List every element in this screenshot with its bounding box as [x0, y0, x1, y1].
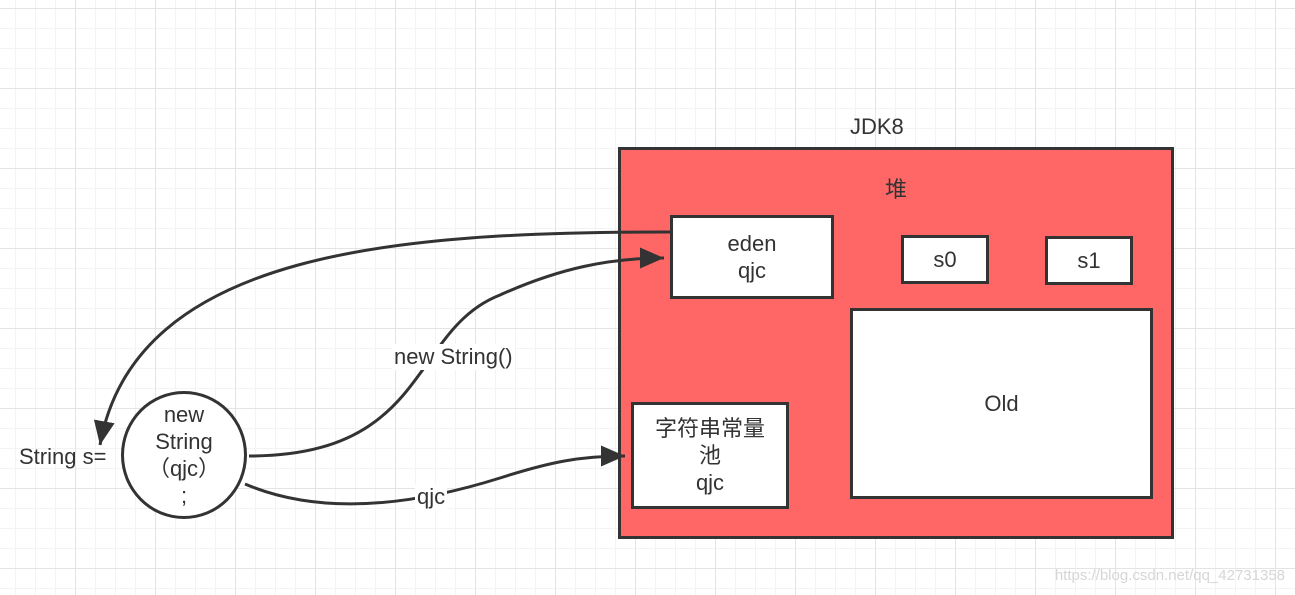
eden-value: qjc [737, 258, 767, 283]
qjc-arrow-label: qjc [415, 484, 448, 510]
s1-box[interactable]: s1 [1045, 236, 1133, 285]
variable-label: String s= [19, 444, 107, 469]
string-pool-label-line1: 字符串常量 [654, 416, 765, 441]
watermark: https://blog.csdn.net/qq_42731358 [1054, 567, 1285, 584]
expression-line3: （qjc） [147, 456, 221, 481]
eden-label: eden [727, 231, 777, 256]
expression-line4: ; [180, 483, 188, 508]
jdk-label: JDK8 [850, 114, 904, 139]
old-box[interactable]: Old [850, 308, 1153, 499]
s1-label: s1 [1077, 248, 1101, 273]
expression-line2: String [155, 429, 213, 454]
expression-line1: new [163, 402, 205, 427]
old-label: Old [984, 391, 1019, 416]
s0-box[interactable]: s0 [901, 235, 989, 284]
expression-to-pool-arrow[interactable] [244, 445, 626, 506]
new-string-arrow-label: new String() [392, 344, 515, 370]
heap-title: 堆 [885, 177, 908, 202]
string-pool-box[interactable]: 字符串常量 池 qjc [631, 402, 789, 509]
eden-to-variable-arrow[interactable] [93, 230, 671, 446]
string-pool-label-line2: 池 [698, 443, 721, 468]
eden-box[interactable]: eden qjc [670, 215, 834, 299]
expression-circle[interactable]: new String （qjc） ; [121, 391, 247, 519]
expression-to-eden-arrow[interactable] [248, 247, 665, 458]
s0-label: s0 [933, 247, 957, 272]
string-pool-value: qjc [695, 470, 725, 495]
